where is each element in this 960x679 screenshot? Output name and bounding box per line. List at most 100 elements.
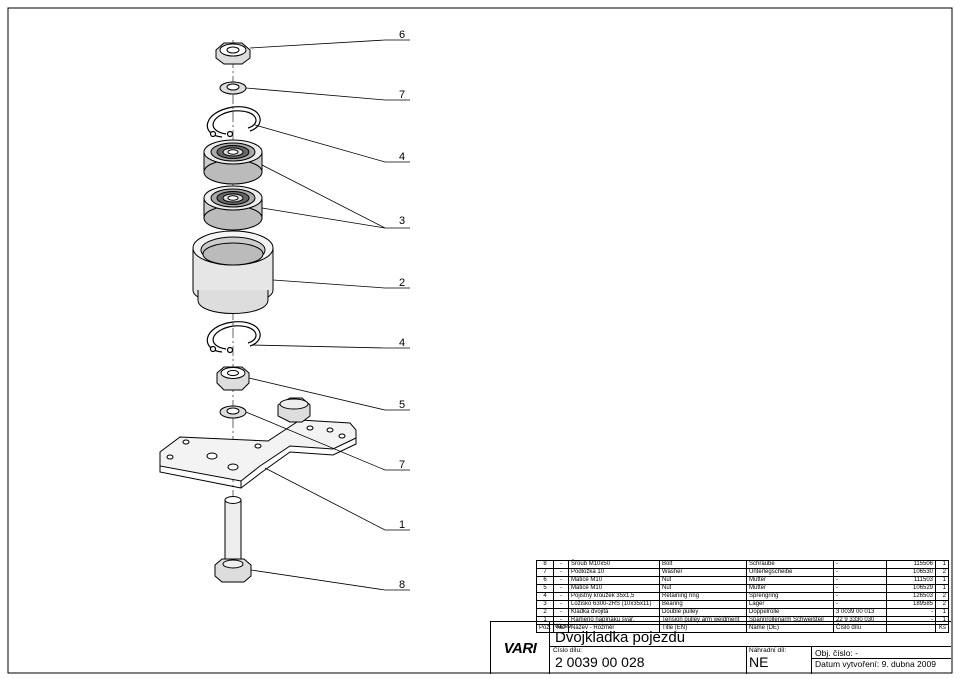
bom-cell: - <box>833 576 888 585</box>
bom-cell: - <box>833 568 888 577</box>
bom-cell: - <box>553 576 570 585</box>
part-nut-lower <box>216 366 250 391</box>
bom-cell: Matice M10 <box>568 584 661 593</box>
spare-part-value: NE <box>749 654 769 670</box>
bom-cell: - <box>553 584 570 593</box>
bom-cell: 2 <box>935 568 950 577</box>
bom-cell: Schraube <box>746 560 835 569</box>
bom-cell: 1 <box>935 560 950 569</box>
bom-cell: 5 <box>535 584 555 593</box>
part-bearing-lower <box>203 185 263 231</box>
callout-7b: 7 <box>399 459 405 471</box>
bom-cell: 2 <box>935 592 950 601</box>
bom-cell: Double pulley <box>659 608 748 617</box>
part-double-pulley <box>192 230 274 314</box>
callout-numbers: 6 7 4 3 2 4 5 7 1 8 <box>399 29 405 591</box>
callout-4b: 4 <box>399 337 405 349</box>
part-tension-arm <box>159 397 357 489</box>
bom-cell: Kladka dvojitá <box>568 608 661 617</box>
bom-cell: 1 <box>935 576 950 585</box>
bom-cell: - <box>886 608 937 617</box>
part-washer-top <box>219 81 247 95</box>
bom-cell: 106529 <box>886 584 937 593</box>
callout-6: 6 <box>399 29 405 41</box>
bom-cell: 111503 <box>886 576 937 585</box>
bom-cell: 1 <box>935 584 950 593</box>
bom-cell: Nut <box>659 584 748 593</box>
bom-cell: Podložka 10 <box>568 568 661 577</box>
vari-logo: VARI <box>491 622 550 674</box>
bom-cell: Washer <box>659 568 748 577</box>
order-number: Obj. číslo: - <box>815 648 858 658</box>
bom-cell: 7 <box>535 568 555 577</box>
bom-cell: - <box>833 560 888 569</box>
part-retaining-ring-lower <box>206 321 261 354</box>
bom-cell: Retaining ring <box>659 592 748 601</box>
bom-cell: 3 <box>535 600 555 609</box>
bom-cell: - <box>553 568 570 577</box>
callout-5: 5 <box>399 399 405 411</box>
bom-cell: Mutter <box>746 576 835 585</box>
bom-cell: 2 <box>535 608 555 617</box>
leader-lines <box>245 39 410 591</box>
part-retaining-ring-top <box>206 106 261 138</box>
bom-cell: 189585 <box>886 600 937 609</box>
bom-cell: Lager <box>746 600 835 609</box>
bom-cell: 126503 <box>886 592 937 601</box>
bom-cell: Matice M10 <box>568 576 661 585</box>
bom-cell: - <box>553 560 570 569</box>
callout-7: 7 <box>399 89 405 101</box>
bom-cell: 4 <box>535 592 555 601</box>
callout-2: 2 <box>399 277 405 289</box>
callout-4: 4 <box>399 151 405 163</box>
bom-cell: 3 0039 00 013 <box>833 608 888 617</box>
bom-cell: Pojistný kroužek 35x1,5 <box>568 592 661 601</box>
bom-cell: - <box>553 592 570 601</box>
bom-cell: Unterlegscheibe <box>746 568 835 577</box>
part-number-label: Číslo dílu: <box>553 647 582 654</box>
spare-part-label: Náhradní díl: <box>749 647 787 654</box>
bom-cell: Šroub M10x50 <box>568 560 661 569</box>
callout-3: 3 <box>399 215 405 227</box>
bom-cell: 106530 <box>886 568 937 577</box>
callout-8: 8 <box>399 579 405 591</box>
bom-cell: Poz. <box>535 624 555 633</box>
bom-cell: Ložisko 6300-2RS (10x35x11) <box>568 600 661 609</box>
bom-cell: Sprengring <box>746 592 835 601</box>
part-bolt <box>214 496 252 583</box>
bom-cell: - <box>833 592 888 601</box>
bom-cell: 8 <box>535 560 555 569</box>
bom-cell: 1 <box>935 608 950 617</box>
part-nut-top <box>215 42 251 65</box>
bom-cell: Doppelrolle <box>746 608 835 617</box>
bom-cell: Bolt <box>659 560 748 569</box>
bom-cell: Ks <box>935 624 950 633</box>
bom-cell: - <box>553 600 570 609</box>
bom-cell: 115506 <box>886 560 937 569</box>
bom-cell: Bearing <box>659 600 748 609</box>
bom-cell: Nut <box>659 576 748 585</box>
part-bearing-upper <box>203 139 263 185</box>
part-washer-lower <box>219 405 247 419</box>
drawing-title: Dvojkladka pojezdu <box>555 629 686 646</box>
title-block: VARI Název: Dvojkladka pojezdu Číslo díl… <box>490 621 951 674</box>
creation-date: Datum vytvoření: 9. dubna 2009 <box>815 659 936 669</box>
part-number: 2 0039 00 028 <box>555 654 645 670</box>
bom-cell: - <box>833 584 888 593</box>
sheet-border <box>7 7 953 674</box>
bom-cell: Mutter <box>746 584 835 593</box>
bom-cell: - <box>833 600 888 609</box>
bom-cell: - <box>553 608 570 617</box>
bom-cell: 6 <box>535 576 555 585</box>
callout-1: 1 <box>399 519 405 531</box>
name-label: Název: <box>553 623 574 630</box>
